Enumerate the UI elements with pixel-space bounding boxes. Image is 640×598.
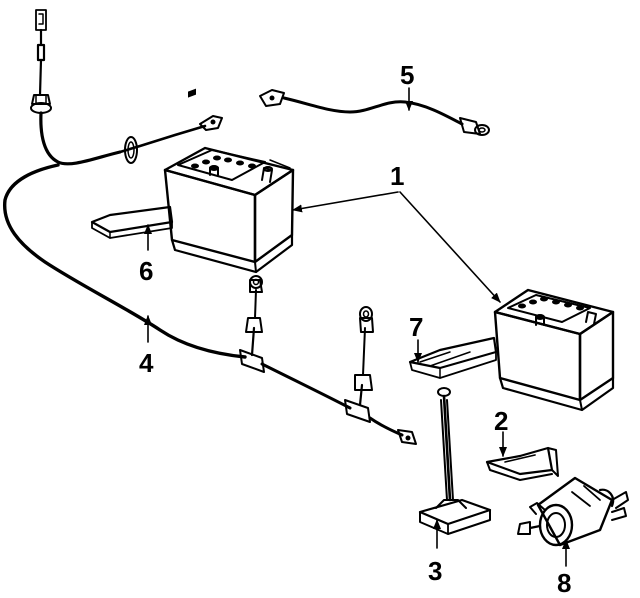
positive-cable (259, 89, 490, 136)
hold-down-bolt-and-tray (418, 387, 492, 535)
battery-upper-caps (191, 155, 256, 169)
negative-cable-harness (3, 9, 417, 445)
callout-8: 8 (557, 568, 571, 598)
leader-1-to-upper-battery (292, 191, 399, 213)
cable-top-terminal (30, 9, 52, 114)
lower-ring-terminal (397, 429, 417, 445)
battery-lower (493, 288, 615, 412)
upper-ring-terminal (124, 115, 223, 164)
battery-upper (163, 88, 295, 274)
hold-down-clamp-upper (90, 205, 174, 239)
hold-down-clamp-lower (408, 336, 498, 379)
cable-junction-2 (344, 306, 374, 423)
callout-5: 5 (400, 60, 414, 90)
callout-leaders (144, 87, 570, 567)
callout-labels: 1 2 3 4 5 6 7 8 (139, 60, 571, 598)
cable-junction-1 (239, 275, 265, 373)
battery-lower-caps (518, 296, 584, 311)
callout-7: 7 (409, 312, 423, 342)
callout-2: 2 (494, 406, 508, 436)
callout-1: 1 (390, 161, 404, 191)
leader-1-to-lower-battery (399, 191, 501, 303)
starter-relay (517, 476, 629, 547)
mounting-bracket (485, 446, 559, 481)
callout-4: 4 (139, 348, 154, 378)
callout-6: 6 (139, 256, 153, 286)
callout-3: 3 (428, 556, 442, 586)
